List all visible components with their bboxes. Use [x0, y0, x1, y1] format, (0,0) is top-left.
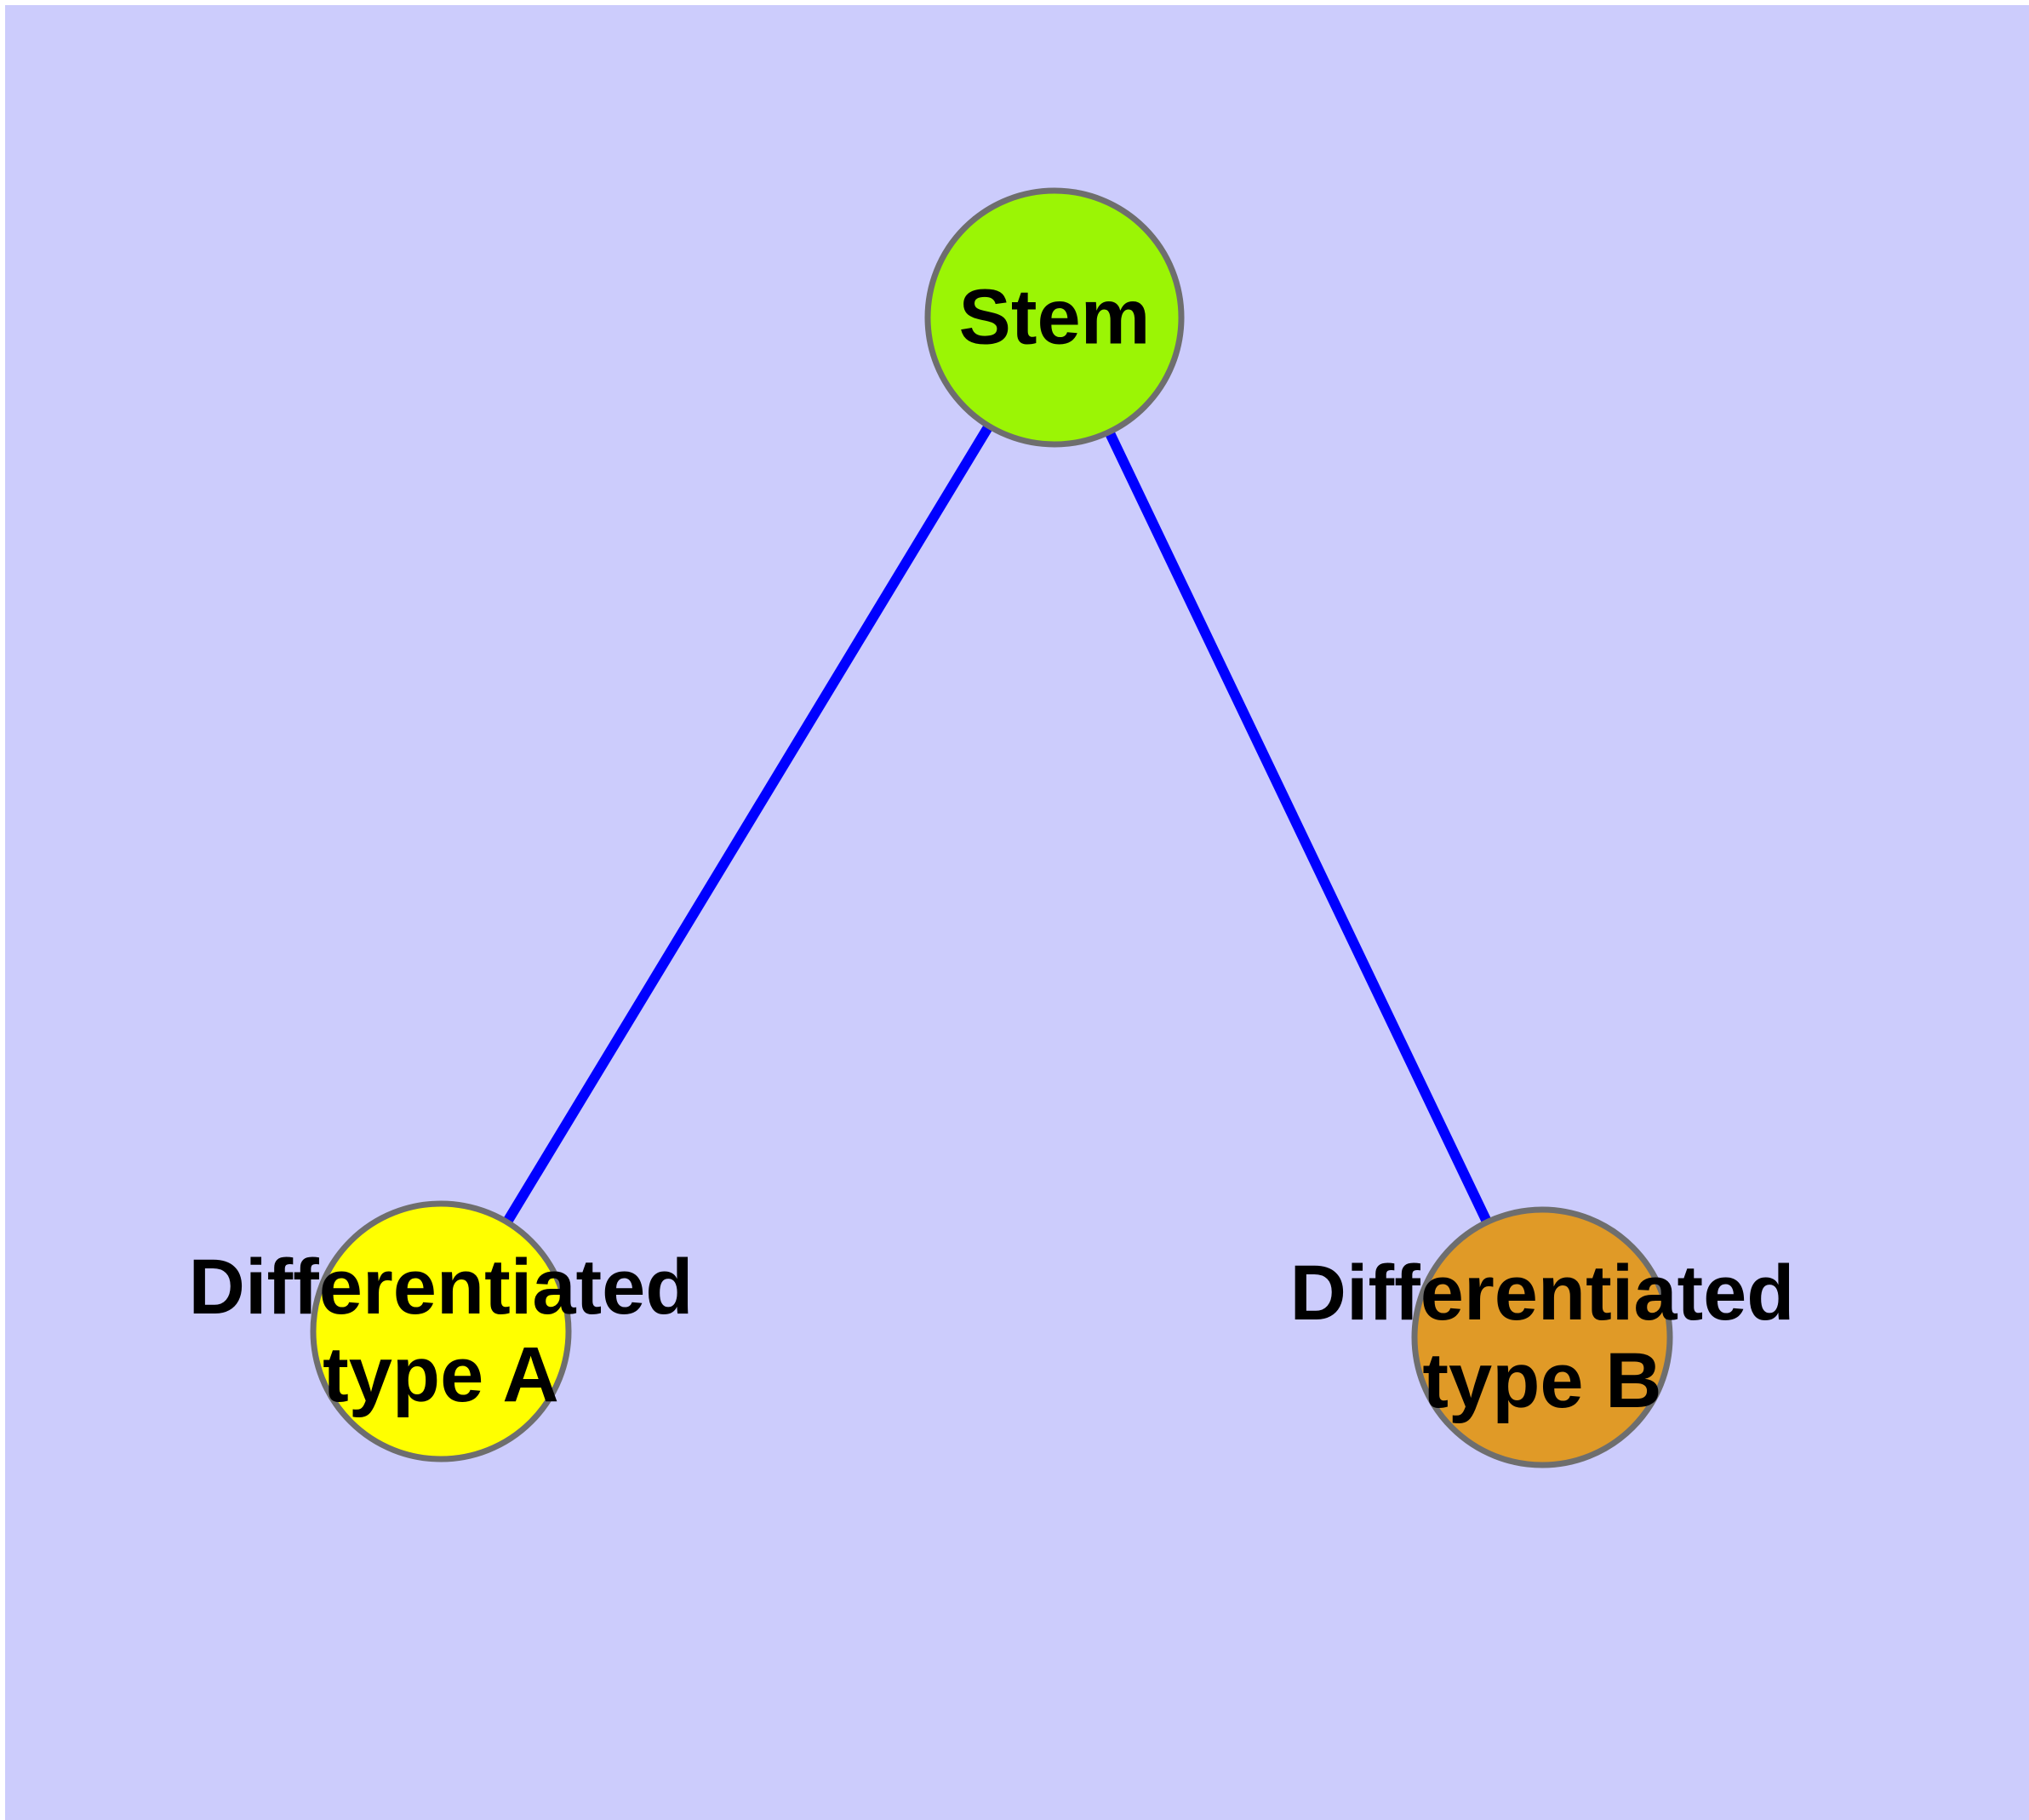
node-circle-diff_b[interactable] — [1411, 1206, 1673, 1468]
edge-stem-to-b[interactable] — [1105, 431, 1491, 1223]
node-circle-stem[interactable] — [924, 187, 1185, 448]
edge-layer — [503, 425, 1491, 1224]
edge-stem-to-a[interactable] — [503, 425, 992, 1224]
node-layer — [310, 187, 1673, 1468]
node-circle-diff_a[interactable] — [310, 1200, 572, 1462]
